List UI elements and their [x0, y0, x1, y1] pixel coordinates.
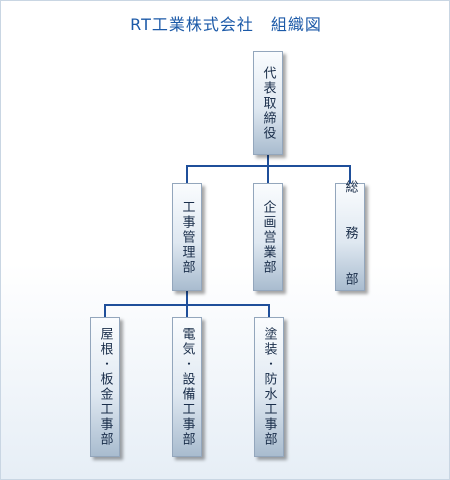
connector-drop-dept-3: [349, 165, 351, 184]
org-box-roofing-sheetmetal: 屋根･板金工事部: [90, 317, 120, 457]
org-box-electrical-equipment: 電気･設備工事部: [172, 317, 202, 457]
org-box-label: 総 務 部: [342, 180, 358, 294]
org-box-representative-director: 代表取締役: [253, 51, 283, 155]
org-box-painting-waterproofing: 塗装･防水工事部: [254, 317, 284, 457]
connector-drop-dept-1: [186, 165, 188, 184]
connector-drop-sub-3: [268, 304, 270, 318]
connector-drop-dept-2: [267, 165, 269, 184]
connector-top-vertical: [267, 155, 269, 166]
org-box-label: 企画営業部: [260, 199, 276, 275]
org-box-label: 代表取締役: [260, 65, 276, 141]
connector-mid-vertical: [186, 291, 188, 305]
page-title: RT工業株式会社 組織図: [130, 15, 322, 34]
connector-drop-sub-1: [104, 304, 106, 318]
connector-drop-sub-2: [186, 304, 188, 318]
org-box-general-affairs: 総 務 部: [335, 180, 365, 294]
org-box-label: 工事管理部: [179, 199, 195, 275]
org-box-planning-sales: 企画営業部: [253, 183, 283, 291]
org-box-construction-management: 工事管理部: [172, 183, 202, 291]
org-box-label: 電気･設備工事部: [179, 327, 195, 447]
org-box-label: 屋根･板金工事部: [97, 327, 113, 447]
org-box-label: 塗装･防水工事部: [261, 327, 277, 447]
